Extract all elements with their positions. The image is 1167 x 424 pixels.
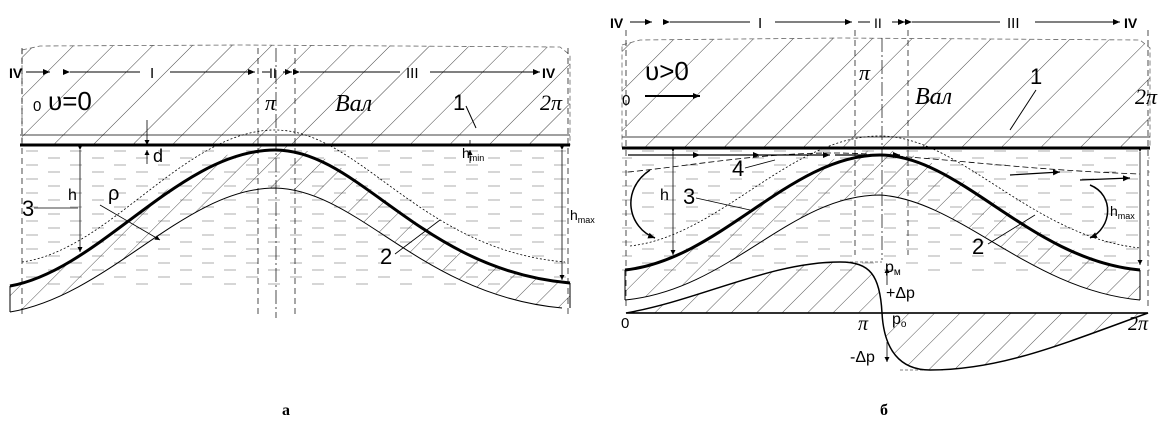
p0-label-b: po bbox=[892, 311, 907, 330]
dim-rho-a: ρ bbox=[108, 183, 119, 205]
body-outline-b bbox=[624, 270, 1141, 300]
zone-label-iv-right-a: IV bbox=[542, 65, 556, 81]
label-2-b: 2 bbox=[972, 234, 984, 259]
label-1-b: 1 bbox=[1030, 64, 1042, 89]
dim-d-a: d bbox=[153, 146, 163, 166]
panel-b: IV I II III IV υ>0 0 π Вал 1 2π h 3 4 hm… bbox=[610, 15, 1158, 419]
dim-hmax-a: hmax bbox=[570, 207, 595, 225]
body-outline-a bbox=[9, 283, 571, 312]
shaft-body-b bbox=[621, 37, 1151, 149]
zone-label-ii-b: II bbox=[874, 15, 882, 31]
vortex-right-b bbox=[1089, 184, 1109, 239]
zone-label-iii-a: III bbox=[406, 65, 419, 82]
dim-hmin-a: hmin bbox=[462, 145, 484, 163]
label-3-a: 3 bbox=[22, 196, 34, 221]
zone-guides-b bbox=[625, 30, 1149, 310]
angle-0-a: 0 bbox=[33, 98, 41, 115]
dim-h-b: h bbox=[660, 187, 669, 204]
zone-label-iv-left-b: IV bbox=[610, 15, 624, 31]
zone-label-iv-right-b: IV bbox=[1124, 15, 1138, 31]
body-lower-edge-b bbox=[624, 194, 1141, 301]
zone-label-i-b: I bbox=[758, 15, 762, 32]
angle-pi-b: π bbox=[859, 60, 871, 85]
shaft-label-a: Вал bbox=[335, 91, 372, 117]
axis-0-b: 0 bbox=[621, 315, 629, 332]
label-3-b: 3 bbox=[683, 184, 695, 209]
p-max-label-b: pм bbox=[885, 259, 901, 278]
angle-pi-a: π bbox=[265, 90, 277, 115]
shaft-label-b: Вал bbox=[915, 84, 952, 110]
velocity-label-a: υ=0 bbox=[48, 86, 92, 116]
zone-label-iii-b: III bbox=[1007, 15, 1020, 32]
wavy-surface-a bbox=[9, 148, 571, 288]
pressure-negative-b bbox=[881, 312, 1149, 371]
label-1-a: 1 bbox=[453, 90, 465, 115]
zone-label-i-a: I bbox=[150, 65, 154, 82]
caption-a: а bbox=[282, 402, 290, 419]
velocity-label-b: υ>0 bbox=[645, 56, 689, 86]
flow-arrows-b bbox=[628, 152, 1131, 182]
film-boundary-a bbox=[21, 129, 566, 263]
label-4-b: 4 bbox=[732, 156, 744, 181]
body-lower-edge-a bbox=[9, 187, 563, 313]
wavy-body-a bbox=[10, 145, 570, 312]
label-2-a: 2 bbox=[380, 244, 392, 269]
pressure-positive-b bbox=[625, 261, 883, 314]
plus-dp-label-b: +Δp bbox=[886, 285, 915, 302]
minus-dp-label-b: -Δp bbox=[850, 349, 875, 366]
zone-label-iv-left-a: IV bbox=[9, 65, 23, 81]
vortex-left-b bbox=[630, 169, 656, 239]
zone-guides-a bbox=[21, 48, 569, 318]
shaft-body-a bbox=[21, 44, 571, 146]
angle-0-b: 0 bbox=[622, 92, 630, 109]
axis-2pi-b: 2π bbox=[1128, 313, 1149, 335]
film-boundary-b bbox=[629, 135, 1141, 249]
dim-h-a: h bbox=[68, 187, 77, 204]
angle-2pi-a: 2π bbox=[540, 90, 563, 115]
caption-b: б bbox=[880, 402, 888, 419]
zone-label-ii-a: II bbox=[269, 65, 277, 81]
dim-hmax-b: hmax bbox=[1110, 203, 1135, 221]
panel-a: IV I II III IV 0 υ=0 π Вал 1 2π d h 3 ρ … bbox=[9, 44, 595, 419]
axis-pi-b: π bbox=[858, 313, 869, 335]
angle-2pi-b: 2π bbox=[1135, 84, 1158, 109]
